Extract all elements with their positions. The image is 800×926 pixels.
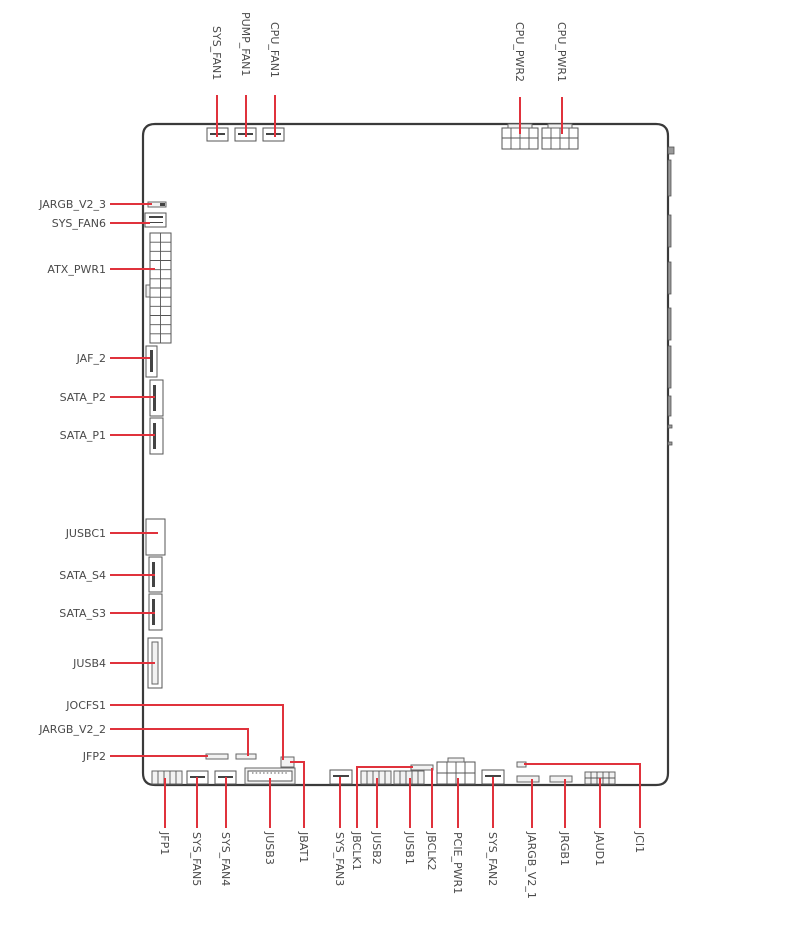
label-jusb1: JUSB1 <box>403 831 416 865</box>
label-sys-fan5: SYS_FAN5 <box>190 832 203 886</box>
leader-jocfs1 <box>110 704 284 760</box>
label-jusb2: JUSB2 <box>370 831 383 865</box>
label-sata-p1: SATA_P1 <box>60 429 106 442</box>
rear-io-panel <box>667 146 675 446</box>
label-jusbc1: JUSBC1 <box>65 527 106 540</box>
leader-jargb-v2-2 <box>110 728 249 756</box>
jfp1-header <box>151 770 183 785</box>
label-jbclk1: JBCLK1 <box>350 831 363 871</box>
label-jusb4: JUSB4 <box>72 657 106 670</box>
label-sys-fan1: SYS_FAN1 <box>210 26 223 80</box>
label-jargb-v2-2: JARGB_V2_2 <box>38 723 106 736</box>
label-jbclk2: JBCLK2 <box>425 831 438 871</box>
label-sata-s4: SATA_S4 <box>59 569 106 582</box>
label-jusb3: JUSB3 <box>263 831 276 865</box>
cpu-pwr1-connector <box>541 123 579 150</box>
label-sata-s3: SATA_S3 <box>59 607 106 620</box>
sys-fan6-header <box>144 212 167 228</box>
label-jargb-v2-1: JARGB_V2_1 <box>525 831 538 899</box>
leader-jbat1 <box>290 761 305 828</box>
label-sys-fan3: SYS_FAN3 <box>333 832 346 886</box>
jusb1-header <box>393 770 425 785</box>
label-sys-fan2: SYS_FAN2 <box>486 832 499 886</box>
label-cpu-pwr2: CPU_PWR2 <box>513 22 526 82</box>
jusbc1-connector <box>145 518 166 556</box>
cpu-fan1-header <box>262 127 285 142</box>
board-outline <box>141 122 670 787</box>
label-jci1: JCI1 <box>633 831 646 853</box>
jrgb1-header <box>549 775 573 783</box>
label-jbat1: JBAT1 <box>297 831 310 863</box>
label-pcie-pwr1: PCIE_PWR1 <box>451 832 464 894</box>
label-pump-fan1: PUMP_FAN1 <box>239 12 252 76</box>
label-jaud1: JAUD1 <box>593 831 606 866</box>
label-jrgb1: JRGB1 <box>558 831 571 866</box>
label-sys-fan6: SYS_FAN6 <box>52 217 106 230</box>
jfp2-header <box>205 753 229 760</box>
label-jfp1: JFP1 <box>158 831 171 855</box>
label-jfp2: JFP2 <box>82 750 106 763</box>
label-cpu-fan1: CPU_FAN1 <box>268 22 281 78</box>
jargb-v2-1-header <box>516 775 540 783</box>
leader-jbclk1 <box>356 766 413 828</box>
label-jargb-v2-3: JARGB_V2_3 <box>38 198 106 211</box>
atx-pwr1-connector <box>145 232 172 344</box>
label-jaf-2: JAF_2 <box>76 352 106 365</box>
jaf-2-header <box>145 345 158 378</box>
label-atx-pwr1: ATX_PWR1 <box>47 263 106 276</box>
leader-jci1 <box>524 763 641 828</box>
label-sata-p2: SATA_P2 <box>60 391 106 404</box>
jargb-v2-2-header <box>235 753 257 760</box>
jbclk-jumpers <box>410 764 434 771</box>
pcie-pwr1-connector <box>436 757 476 785</box>
label-jocfs1: JOCFS1 <box>65 699 106 712</box>
label-cpu-pwr1: CPU_PWR1 <box>555 22 568 82</box>
label-sys-fan4: SYS_FAN4 <box>219 832 232 886</box>
